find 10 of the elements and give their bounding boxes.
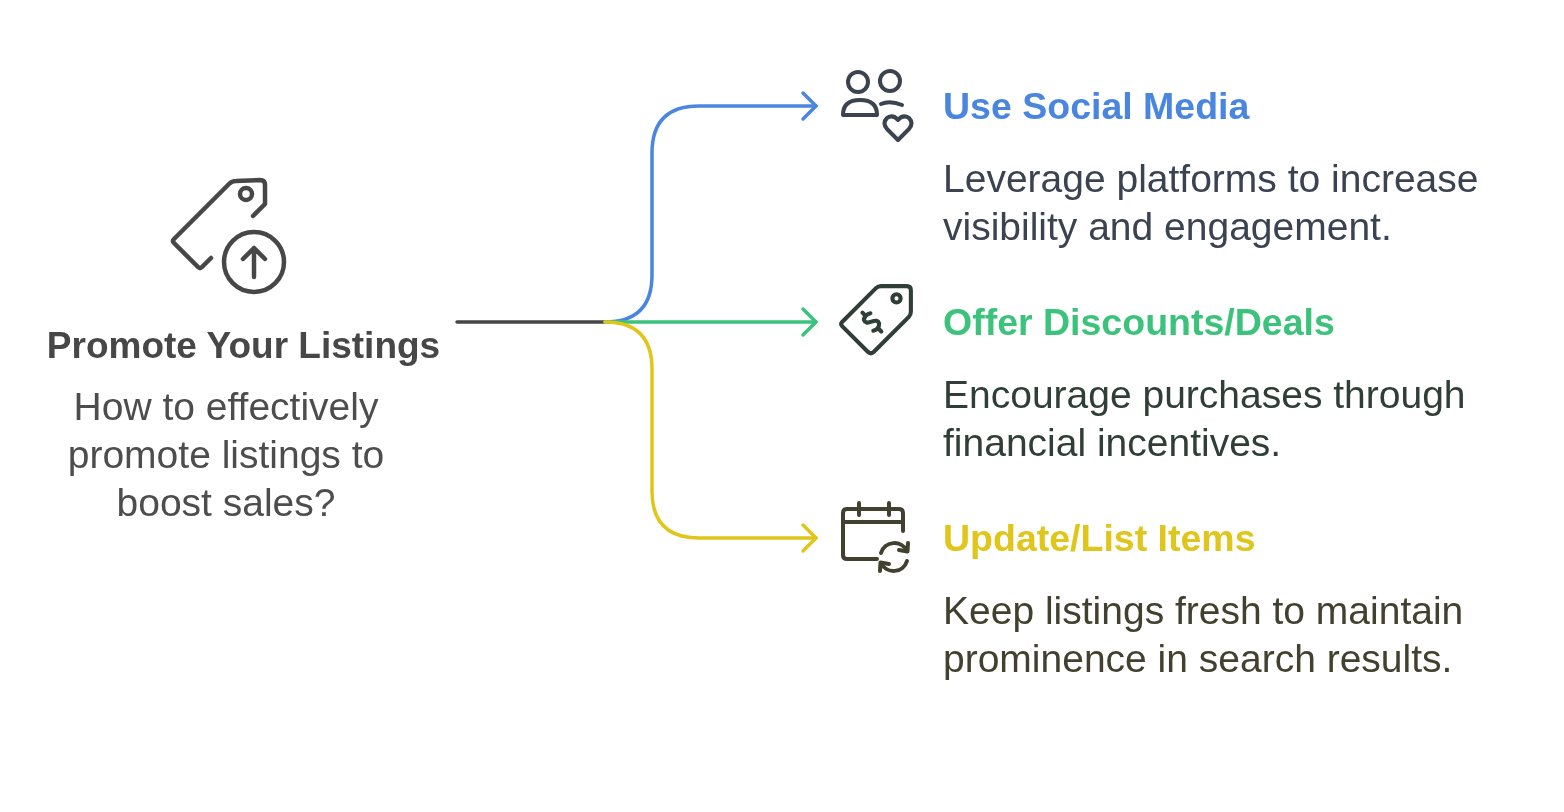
arrow xyxy=(603,320,818,553)
description-text: Encourage purchases through financial incentives. xyxy=(943,372,1467,466)
description-text: Leverage platforms to increase visibility and engagement. xyxy=(943,156,1480,250)
description-text: Keep listings fresh to maintain prominence in search results. xyxy=(943,588,1465,682)
connector-line xyxy=(455,320,607,324)
heading-text: Use Social Media xyxy=(943,84,1250,129)
heading-text: Update/List Items xyxy=(943,516,1256,561)
heading-text: Offer Discounts/Deals xyxy=(943,300,1335,345)
description-text: How to effectively promote listings to boost sales? xyxy=(66,384,386,526)
heading-text: Promote Your Listings xyxy=(45,324,442,368)
